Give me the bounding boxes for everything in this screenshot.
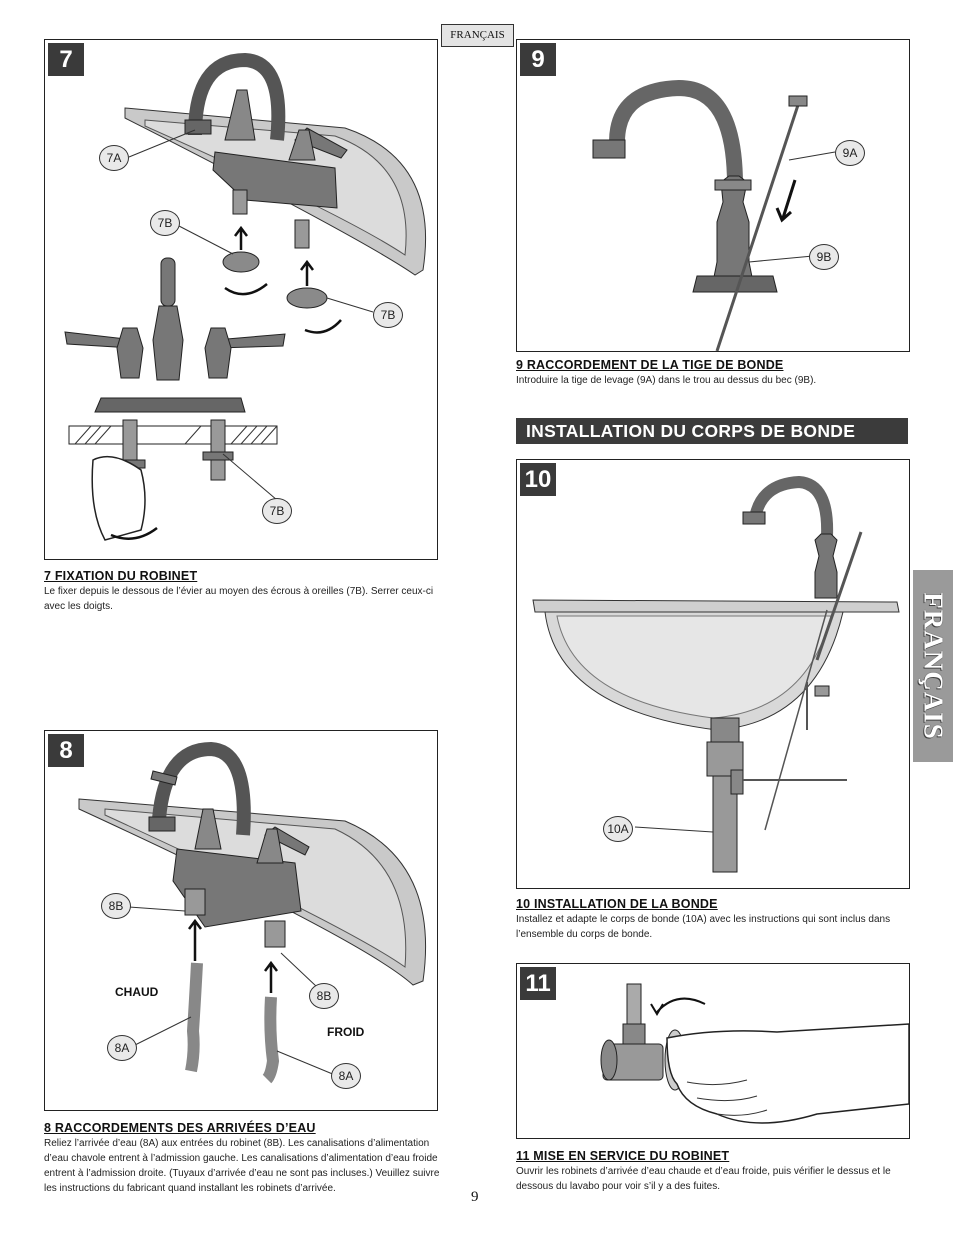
hot-label: CHAUD	[115, 985, 159, 999]
faucet-mounting-drawing	[64, 52, 427, 541]
step-7-body: Le fixer depuis le dessous de l’évier au…	[44, 586, 434, 612]
step-7-illustration: 7	[44, 39, 438, 560]
callout-7b-upper: 7B	[150, 210, 180, 236]
step-9-body: Introduire la tige de levage (9A) dans l…	[516, 375, 817, 386]
callout-7b-lower: 7B	[262, 498, 292, 524]
supply-valve-drawing	[600, 983, 909, 1124]
callout-7b-right: 7B	[373, 302, 403, 328]
step-9-illustration: 9 9A 9B	[516, 39, 910, 352]
step-11-title: 11 MISE EN SERVICE DU ROBINET	[516, 1149, 730, 1163]
step-8-number: 8	[48, 734, 84, 767]
step-11-body: Ouvrir les robinets d’arrivée d’eau chau…	[516, 1166, 891, 1192]
cold-label: FROID	[327, 1025, 365, 1039]
step-7-number: 7	[48, 43, 84, 76]
step-10-illustration: 10 10A	[516, 459, 910, 889]
callout-8a-right: 8A	[331, 1063, 361, 1089]
step-10-body: Installez et adapte le corps de bonde (1…	[516, 914, 891, 940]
side-language-tab: FRANÇAIS	[913, 570, 953, 762]
callout-8a-left: 8A	[107, 1035, 137, 1061]
step-8-title: 8 RACCORDEMENTS DES ARRIVÉES D’EAU	[44, 1121, 316, 1135]
drain-assembly-drawing	[532, 475, 900, 873]
page-number: 9	[471, 1189, 479, 1205]
step-11-number: 11	[520, 967, 556, 1000]
callout-8b-right: 8B	[309, 983, 339, 1009]
section-header: INSTALLATION DU CORPS DE BONDE	[516, 418, 908, 444]
step-8-body: Reliez l’arrivée d’eau (8A) aux entrées …	[44, 1138, 440, 1194]
supply-connection-drawing	[78, 741, 427, 1084]
lift-rod-drawing	[592, 79, 836, 351]
callout-7a: 7A	[99, 145, 129, 171]
step-7-title: 7 FIXATION DU ROBINET	[44, 569, 198, 583]
callout-9b: 9B	[809, 244, 839, 270]
step-9-number: 9	[520, 43, 556, 76]
language-tab: FRANÇAIS	[441, 24, 514, 47]
step-10-title: 10 INSTALLATION DE LA BONDE	[516, 897, 718, 911]
callout-10a: 10A	[603, 816, 633, 842]
callout-8b-left: 8B	[101, 893, 131, 919]
step-8-illustration: 8 8B 8B 8A 8A CHAUD FROID	[44, 730, 438, 1111]
callout-9a: 9A	[835, 140, 865, 166]
step-10-number: 10	[520, 463, 556, 496]
side-language-label: FRANÇAIS	[918, 592, 949, 740]
step-11-illustration: 11	[516, 963, 910, 1139]
step-9-title: 9 RACCORDEMENT DE LA TIGE DE BONDE	[516, 358, 784, 372]
